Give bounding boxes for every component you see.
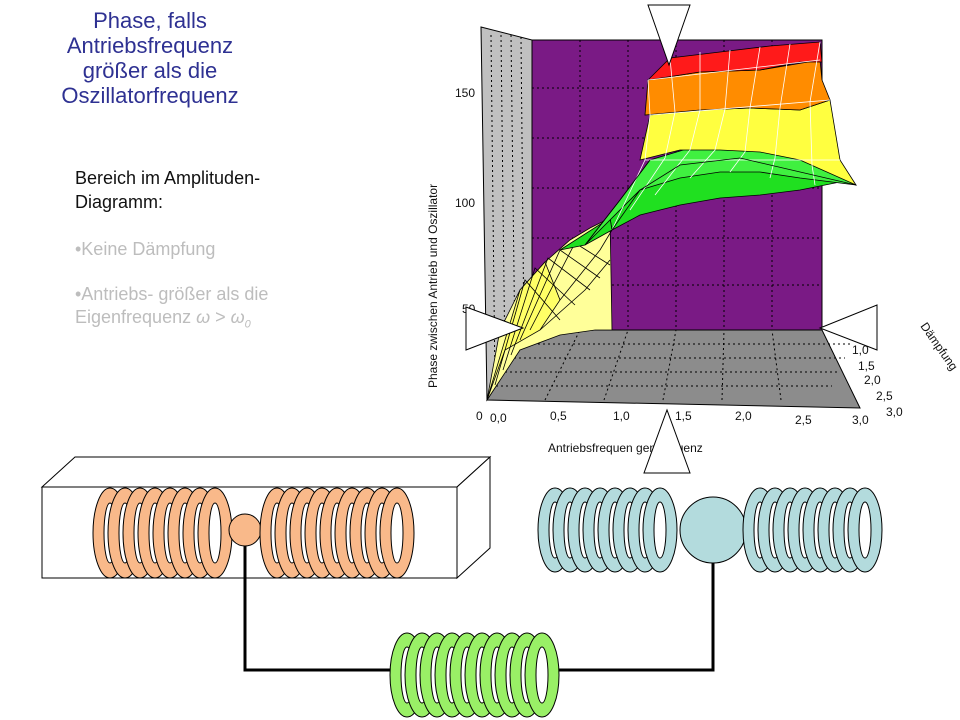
z-tick-label: 100 xyxy=(455,196,475,210)
bullet-text: Eigenfrequenz xyxy=(75,307,197,327)
z-tick-label: 0 xyxy=(476,409,483,423)
subscript-zero: 0 xyxy=(244,318,251,331)
bullet-line: Eigenfrequenz ω > ω0 xyxy=(75,306,345,337)
floor-grid xyxy=(496,329,852,401)
bullet-driving-frequency: •Antriebs- größer als die Eigenfrequenz … xyxy=(75,283,345,337)
region-heading: Bereich im Amplituden- Diagramm: xyxy=(75,166,335,214)
x-tick-label: 1,5 xyxy=(675,409,692,423)
depth-tick-label: 2,5 xyxy=(876,389,893,403)
omega-symbol: ω xyxy=(230,307,245,327)
title-line: größer als die xyxy=(82,58,218,83)
mass-blue xyxy=(679,496,747,564)
bullet-line: •Antriebs- größer als die xyxy=(75,284,269,304)
spring-left-1 xyxy=(92,487,233,579)
depth-tick-label: 1,5 xyxy=(858,359,875,373)
slide-title: Phase, falls Antriebsfrequenz größer als… xyxy=(30,8,270,108)
x-axis-ticks: 0,0 0,5 1,0 1,5 2,0 2,5 3,0 xyxy=(490,409,869,427)
depth-tick-label: 1,0 xyxy=(852,343,869,357)
spring-right-1 xyxy=(537,487,678,573)
title-line: Phase, falls xyxy=(93,8,207,33)
coupling-spring-green xyxy=(389,632,560,718)
mass-orange xyxy=(228,513,262,547)
omega-symbol: ω xyxy=(196,307,211,327)
z-axis-label: Phase zwischen Antrieb und Oszillator xyxy=(426,184,440,388)
marker-triangle-right xyxy=(818,304,878,351)
z-tick-label: 150 xyxy=(455,86,475,100)
region-heading-line: Bereich im Amplituden- xyxy=(75,168,261,188)
marker-triangle-left xyxy=(465,306,525,351)
x-tick-label: 1,0 xyxy=(613,409,630,423)
surface-mesh xyxy=(611,41,840,231)
marker-triangle-top xyxy=(647,4,691,67)
greater-than: > xyxy=(210,307,231,327)
z-axis-ticks: 150 100 50 0 xyxy=(455,86,483,423)
x-tick-label: 0,0 xyxy=(490,411,507,425)
x-tick-label: 2,0 xyxy=(735,409,752,423)
marker-triangle-bottom xyxy=(643,408,691,474)
spring-left-2 xyxy=(259,487,415,579)
surface-mesh-dark xyxy=(539,157,857,331)
title-line: Oszillatorfrequenz xyxy=(61,83,239,108)
depth-axis-label: Dämpfung xyxy=(918,320,960,373)
depth-axis-ticks: 1,0 1,5 2,0 2,5 3,0 xyxy=(852,343,903,419)
bullet-no-damping: •Keine Dämpfung xyxy=(75,239,216,259)
depth-tick-label: 2,0 xyxy=(864,373,881,387)
x-tick-label: 0,5 xyxy=(550,409,567,423)
coupling-wire xyxy=(243,546,715,672)
spring-right-2 xyxy=(742,487,883,573)
region-heading-line: Diagramm: xyxy=(75,192,164,212)
phase-surface xyxy=(486,41,858,401)
x-tick-label: 2,5 xyxy=(795,413,812,427)
x-tick-label: 3,0 xyxy=(852,413,869,427)
depth-tick-label: 3,0 xyxy=(886,405,903,419)
title-line: Antriebsfrequenz xyxy=(66,33,234,58)
